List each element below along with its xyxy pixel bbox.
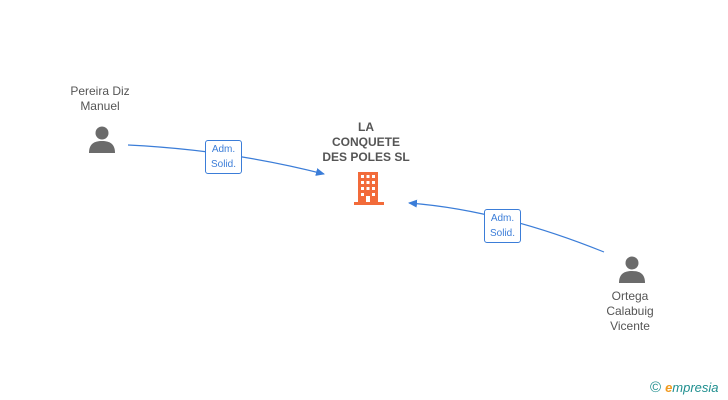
building-icon[interactable] (352, 171, 386, 207)
person-icon[interactable] (87, 124, 117, 154)
person-icon[interactable] (617, 254, 647, 284)
brand-e: e (665, 380, 673, 395)
company-name[interactable]: LA CONQUETE DES POLES SL (322, 120, 410, 164)
copyright-icon: © (650, 379, 662, 396)
empresia-logo[interactable]: ©empresia (650, 379, 719, 396)
relation-tag-ortega[interactable]: Adm. Solid. (484, 209, 522, 243)
person-name-ortega[interactable]: Ortega Calabuig Vicente (606, 289, 654, 333)
relation-tag-pereira[interactable]: Adm. Solid. (205, 140, 243, 174)
brand-rest: mpresia (672, 380, 719, 395)
person-name-pereira[interactable]: Pereira Diz Manuel (70, 84, 130, 113)
